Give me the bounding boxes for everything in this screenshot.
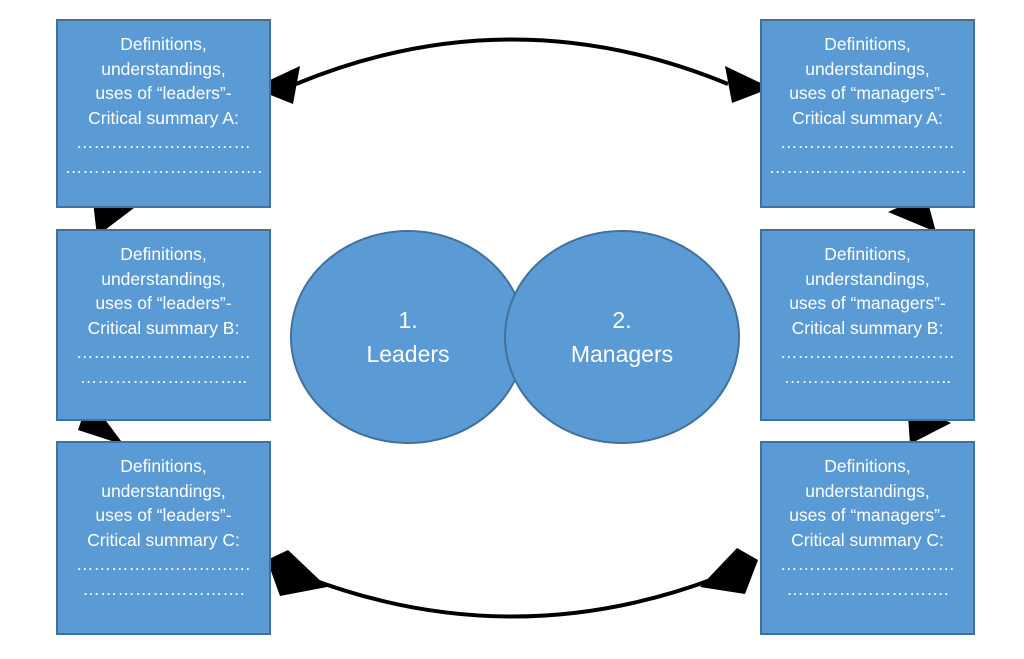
leaders-box-2-line-5: ………………………. — [82, 578, 245, 599]
leaders-box-0-line-3: Critical summary A: — [88, 107, 239, 128]
managers-box-2-line-1: understandings, — [805, 480, 930, 501]
managers-box-0-line-5: ……………………………. — [768, 156, 967, 177]
circle-managers-number: 2. — [612, 307, 631, 333]
circle-leaders-number: 1. — [398, 307, 417, 333]
bottom-arrow-left-head — [267, 550, 327, 596]
leaders-box-2-line-1: understandings, — [101, 480, 226, 501]
leaders-box-1-line-1: understandings, — [101, 268, 226, 289]
leaders-box-2-line-3: Critical summary C: — [87, 529, 240, 550]
leaders-summary-a-box: Definitions, understandings, uses of “lead… — [56, 19, 271, 208]
top-arrow-right-head — [725, 66, 771, 103]
leaders-summary-b-box: Definitions, understandings, uses of “lead… — [56, 229, 271, 421]
circle-leaders — [290, 230, 526, 444]
managers-box-1-line-2: uses of “managers”- — [789, 293, 946, 313]
circle-managers — [504, 230, 740, 444]
leaders-box-2-line-2: uses of “leaders”- — [95, 505, 232, 525]
circle-managers-label: Managers — [571, 341, 673, 367]
managers-box-1-line-3: Critical summary B: — [791, 317, 944, 338]
leaders-box-1-line-3: Critical summary B: — [87, 317, 240, 338]
managers-summary-b-box: Definitions, understandings, uses of “mana… — [760, 229, 975, 421]
leaders-box-0-line-0: Definitions, — [120, 34, 207, 54]
leaders-box-0-line-5: ……………………………. — [64, 156, 263, 177]
bottom-arrow-right-head — [700, 548, 758, 594]
managers-box-2-line-0: Definitions, — [824, 456, 911, 476]
leaders-box-1-line-0: Definitions, — [120, 244, 207, 264]
leaders-box-0-line-4: ………………………… — [76, 132, 251, 152]
leaders-box-1-line-5: ……………………….. — [79, 366, 248, 387]
managers-box-0-line-4: ………………………… — [780, 132, 955, 152]
managers-box-0-line-1: understandings, — [805, 58, 930, 79]
leaders-box-2-line-4: ………………………… — [76, 554, 251, 574]
leaders-box-2-line-0: Definitions, — [120, 456, 207, 476]
managers-box-1-line-0: Definitions, — [824, 244, 911, 264]
managers-box-2-line-4: ………………………… — [780, 554, 955, 574]
leaders-box-1-line-4: ………………………… — [76, 342, 251, 362]
managers-box-1-line-4: ………………………… — [780, 342, 955, 362]
leaders-summary-c-box: Definitions, understandings, uses of “lead… — [56, 441, 271, 635]
managers-box-1-line-1: understandings, — [805, 268, 930, 289]
managers-summary-c-box: Definitions, understandings, uses of “mana… — [760, 441, 975, 635]
circle-leaders-label: Leaders — [366, 341, 449, 367]
managers-box-1-line-5: ……………………….. — [783, 366, 952, 387]
leaders-box-0-line-2: uses of “leaders”- — [95, 83, 232, 103]
top-arrow-left-head — [253, 66, 300, 104]
managers-box-2-line-5: ………………………. — [786, 578, 949, 599]
managers-box-0-line-2: uses of “managers”- — [789, 83, 946, 103]
managers-summary-a-box: Definitions, understandings, uses of “mana… — [760, 19, 975, 208]
bottom-curved-arrow — [267, 548, 758, 619]
leaders-box-1-line-2: uses of “leaders”- — [95, 293, 232, 313]
managers-box-0-line-0: Definitions, — [824, 34, 911, 54]
managers-box-2-line-2: uses of “managers”- — [789, 505, 946, 525]
top-curved-arrow — [253, 37, 771, 104]
managers-box-0-line-3: Critical summary A: — [792, 107, 943, 128]
leaders-box-0-line-1: understandings, — [101, 58, 226, 79]
managers-box-2-line-3: Critical summary C: — [791, 529, 944, 550]
